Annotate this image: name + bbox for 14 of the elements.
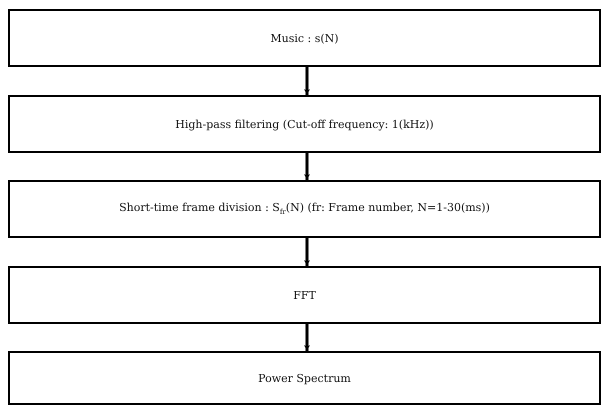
process-box — [8, 95, 601, 153]
step-text: FFT — [293, 288, 316, 302]
arrow — [304, 324, 310, 351]
arrow — [304, 67, 310, 95]
process-box — [8, 9, 601, 67]
step-text: Power Spectrum — [258, 372, 351, 384]
arrow — [304, 238, 310, 266]
step-text: High-pass filtering (Cut-off frequency: 1(kHz)) — [175, 118, 434, 130]
step-text: Music : s(N) — [270, 32, 339, 44]
process-box — [8, 180, 601, 238]
process-box — [8, 266, 601, 324]
process-box — [8, 351, 601, 405]
step-text: Short-time frame division : S$_{fr}$(N) (fr: Frame number, N=1-30(ms)) — [119, 201, 490, 217]
arrow — [304, 153, 310, 180]
